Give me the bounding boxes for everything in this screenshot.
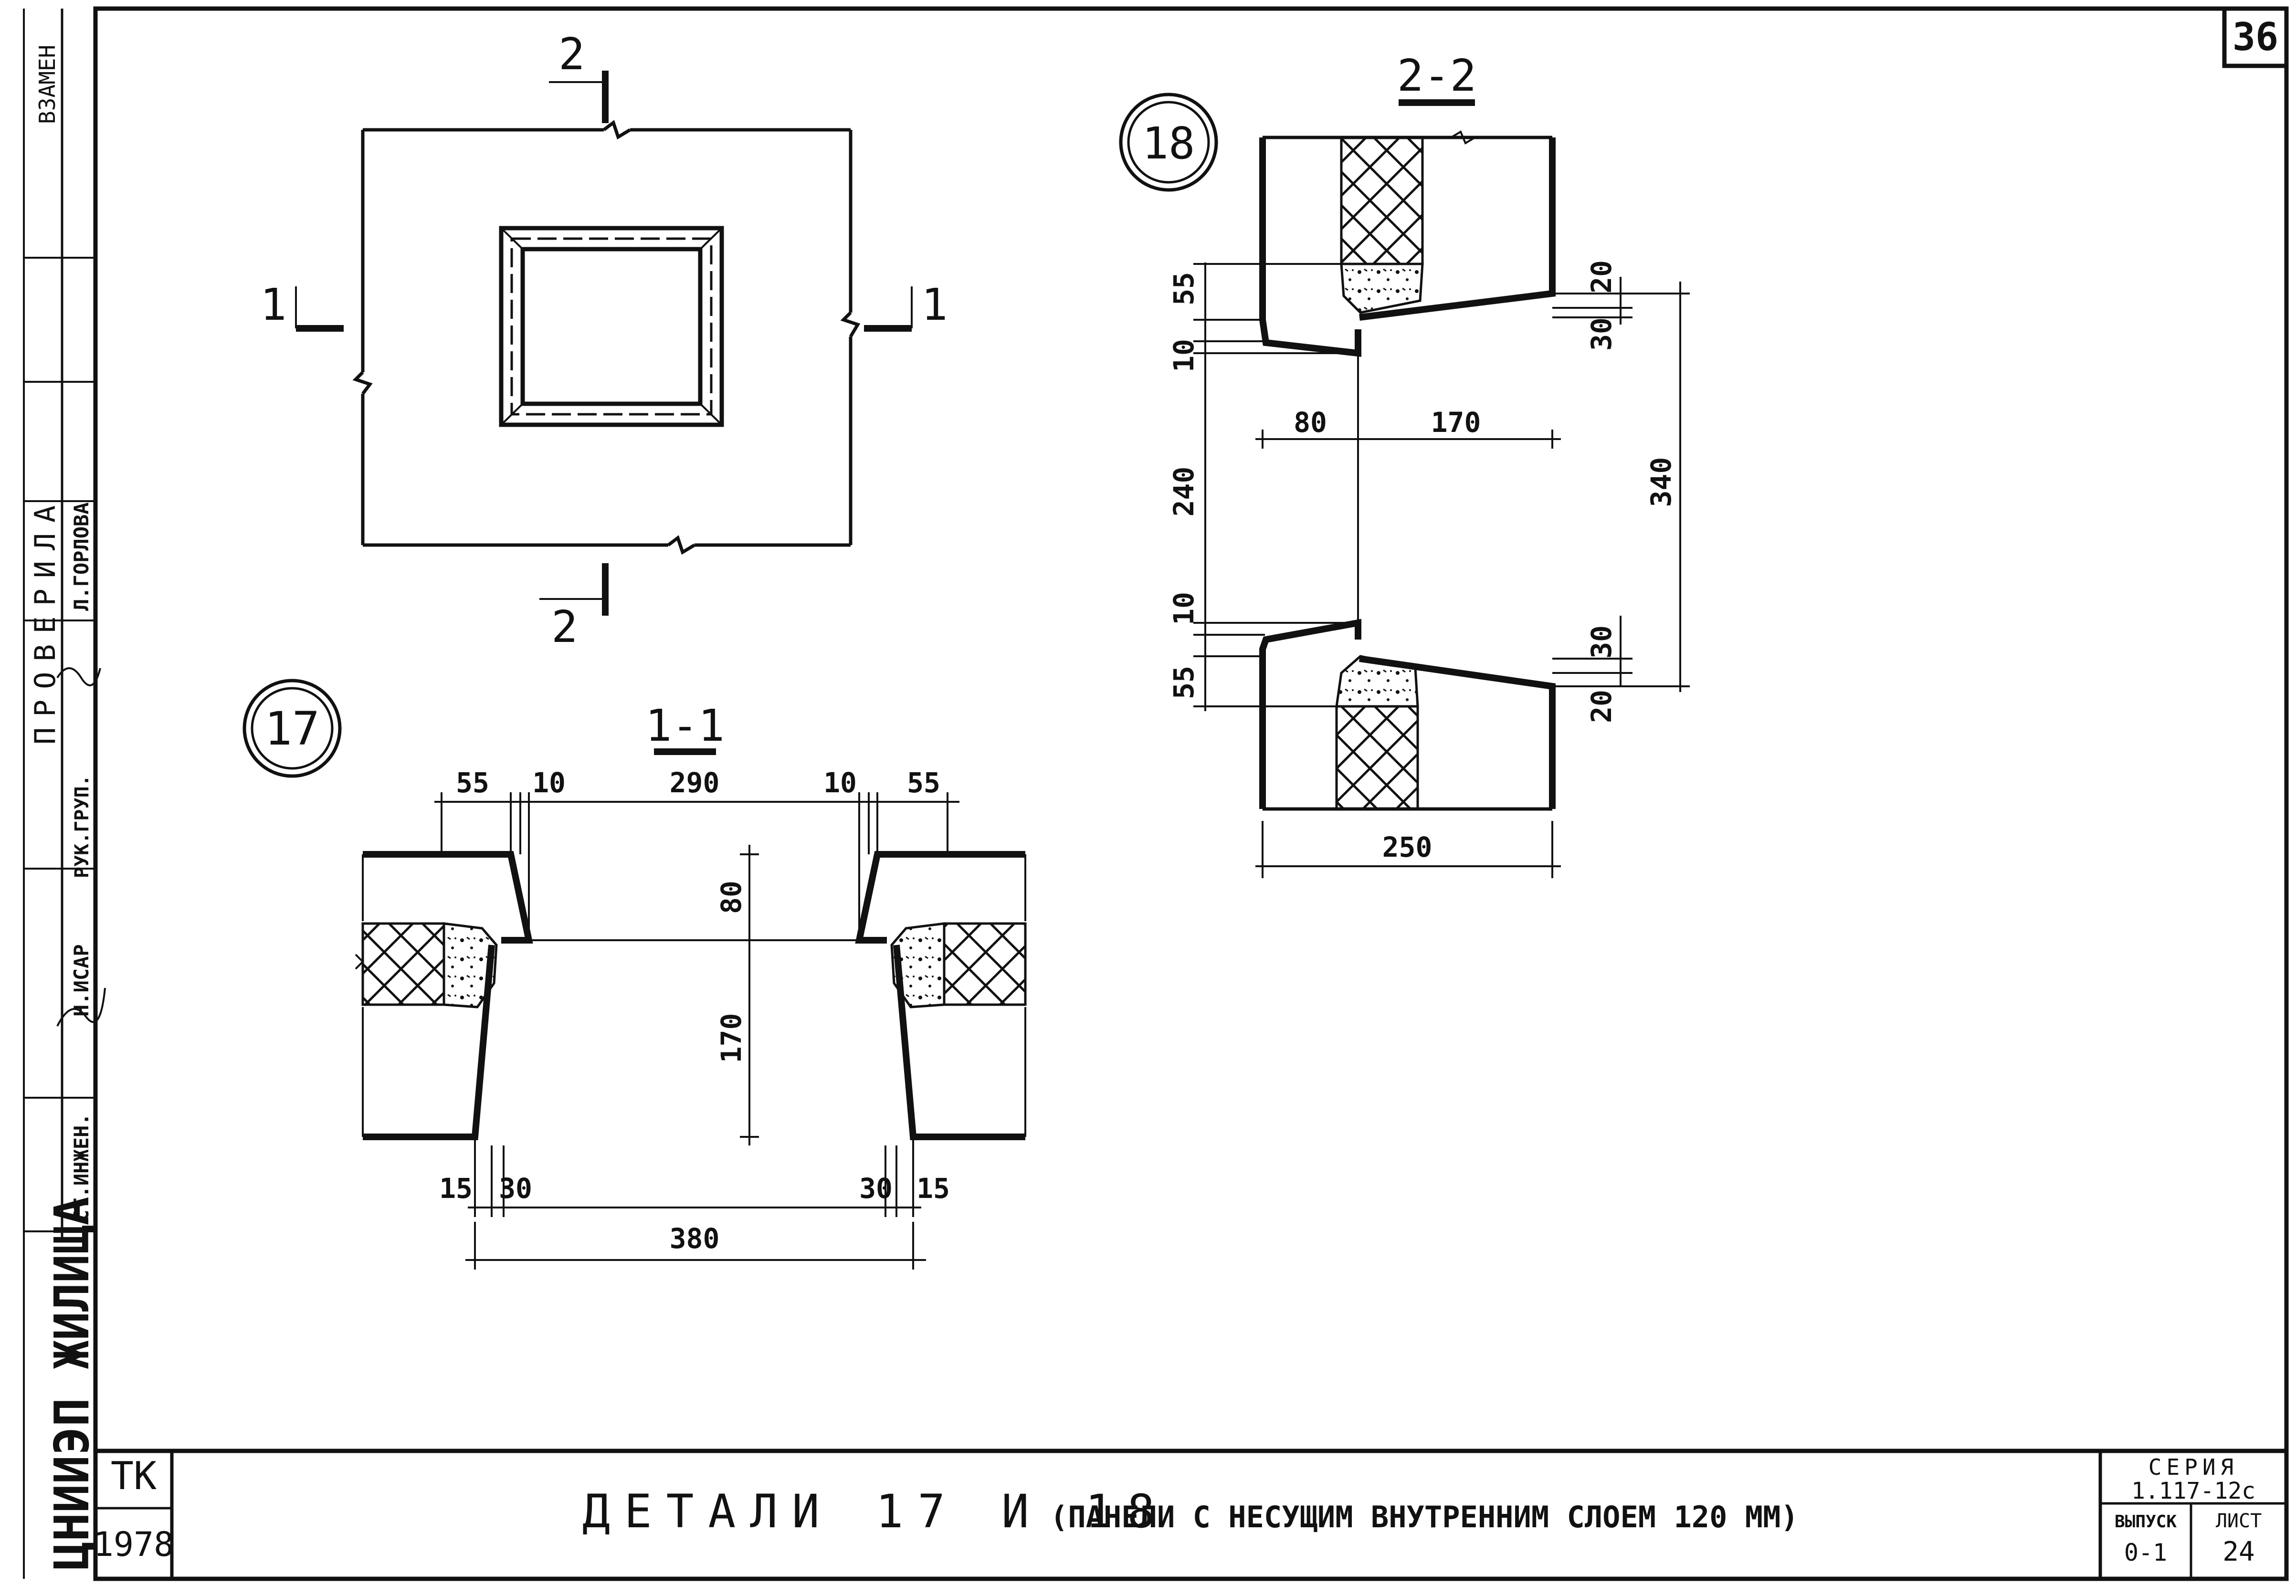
d18-top-concrete	[1340, 262, 1424, 314]
sheet-title: ДЕТАЛИ 17 И 18	[582, 1485, 1169, 1538]
cut-2-top-label: 2	[558, 29, 585, 80]
stamp-engineer-name: Н.ИСАР	[70, 944, 93, 1017]
d18-dim-h-80: 80	[1294, 406, 1327, 439]
list-value: 24	[2222, 1536, 2254, 1567]
detail-18-section-label: 2-2	[1397, 50, 1476, 101]
signature-mark-2	[56, 667, 101, 686]
opening-outer-frame	[499, 226, 724, 427]
year: 1978	[94, 1525, 174, 1564]
d18-dim-l-55-top: 55	[1168, 272, 1200, 305]
sheet-number: 36	[2233, 15, 2278, 59]
stamp-org: ЦНИИЭП ЖИЛИЩА	[44, 1197, 100, 1570]
d17-left-concrete	[442, 922, 498, 1008]
d18-dim-l-240: 240	[1168, 467, 1200, 517]
d18-dim-r-340: 340	[1645, 457, 1677, 507]
d17-dim-top-55-left: 55	[456, 766, 489, 799]
detail-18-marker: 18	[1142, 118, 1195, 169]
d17-dim-top-10-left: 10	[532, 766, 566, 799]
cut-1-left-label: 1	[260, 279, 286, 330]
detail-17-marker-inner	[251, 687, 334, 770]
d18-bot-left-edge	[1259, 619, 1361, 809]
list-label: ЛИСТ	[2216, 1510, 2262, 1532]
issue-label: ВЫПУСК	[2115, 1512, 2177, 1532]
d18-dim-r-30-top: 30	[1585, 317, 1618, 351]
cut-1-right-label: 1	[921, 279, 948, 330]
d18-dim-l-55-bot: 55	[1168, 666, 1200, 699]
d18-dim-r-30-bot: 30	[1585, 625, 1618, 659]
series-label: СЕРИЯ	[2149, 1454, 2238, 1480]
stamp-group-lead: РУК.ГРУП.	[71, 775, 93, 878]
d17-dim-bot-15-left: 15	[439, 1172, 473, 1205]
stamp-vzamen: ВЗАМЕН	[34, 45, 60, 124]
opening-inner-frame	[520, 247, 703, 406]
d18-dim-l-10-bot: 10	[1168, 592, 1200, 625]
detail-17-marker: 17	[264, 702, 320, 756]
plan-view: 2 2 1 1	[260, 29, 948, 652]
issue-value: 0-1	[2124, 1539, 2167, 1566]
d17-dim-top-10-right: 10	[823, 766, 857, 799]
detail-17-section-label: 1-1	[645, 700, 725, 751]
d17-left-top-edge	[363, 851, 533, 944]
d18-bot-concrete	[1335, 655, 1419, 708]
sheet-number-box	[2222, 6, 2289, 68]
opening-dashed-frame	[510, 237, 713, 416]
d18-top-insulation	[1340, 136, 1424, 265]
sheet-subtitle: (ПАНЕЛИ С НЕСУЩИМ ВНУТРЕННИМ СЛОЕМ 120 М…	[1050, 1500, 1799, 1534]
d17-dim-v-170: 170	[715, 1013, 748, 1063]
signature-mark	[56, 987, 106, 1027]
d17-dim-top-290: 290	[670, 766, 720, 799]
code-tk: ТК	[111, 1454, 157, 1498]
sheet-frame	[93, 6, 2289, 1581]
detail-18-marker-outer	[1119, 93, 1218, 192]
stamp-checker-name: Л.ГОРЛОВА	[70, 502, 93, 611]
detail-17: 17 1-1 55 10 290 10 55	[242, 679, 1027, 1270]
d18-dim-r-20-bot: 20	[1585, 690, 1618, 723]
stamp-checked: ПРОВЕРИЛА	[29, 495, 62, 745]
d17-dim-v-80: 80	[715, 881, 748, 914]
d17-dim-bot-30-left: 30	[499, 1172, 532, 1205]
d18-dim-h-170: 170	[1431, 406, 1481, 439]
detail-17-marker-outer	[242, 679, 342, 778]
series-value: 1.117-12с	[2131, 1478, 2255, 1504]
side-stamp: ВЗАМЕН ПРОВЕРИЛА Л.ГОРЛОВА РУК.ГРУП. СТ.…	[29, 45, 106, 1570]
d17-dim-bot-380: 380	[670, 1222, 720, 1255]
d17-dim-bot-15-right: 15	[916, 1172, 950, 1205]
d18-dim-r-20-top: 20	[1585, 260, 1618, 294]
d18-top-left-edge	[1259, 137, 1361, 357]
detail-18-marker-inner	[1127, 101, 1210, 184]
detail-18: 18 2-2 55 10 240 10 55	[1119, 50, 1690, 878]
d17-dim-bot-30-right: 30	[859, 1172, 893, 1205]
d18-bot-insulation	[1335, 705, 1419, 810]
d18-dim-bot-250: 250	[1382, 831, 1432, 863]
d17-right-insulation	[943, 922, 1027, 1006]
d17-right-concrete	[890, 922, 946, 1008]
d17-dim-top-55-right: 55	[907, 766, 940, 799]
stamp-senior-engineer: СТ.ИНЖЕН.	[70, 1113, 93, 1222]
d18-dim-l-10-top: 10	[1168, 339, 1200, 372]
d17-right-top-edge	[855, 851, 1025, 944]
d17-left-insulation	[361, 922, 445, 1006]
cut-2-bottom-label: 2	[551, 601, 578, 652]
